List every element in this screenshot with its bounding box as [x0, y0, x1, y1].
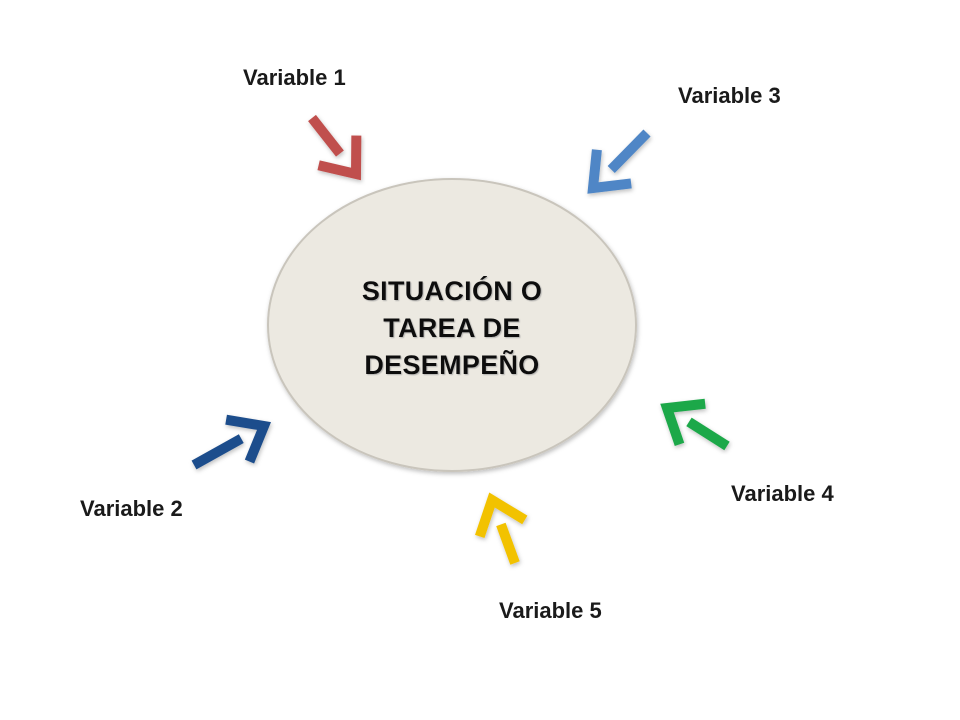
arrow-shaft: [308, 114, 344, 157]
arrow-shaft: [686, 417, 730, 451]
variable-1-label: Variable 1: [243, 65, 346, 90]
variable-4-arrow: [660, 398, 730, 451]
center-text-line-2: TAREA DE: [383, 313, 520, 343]
arrow-head: [587, 149, 632, 194]
variable-5-label: Variable 5: [499, 598, 602, 623]
arrow-shaft: [607, 129, 651, 173]
variable-2-arrow: [191, 414, 271, 470]
variable-3-label: Variable 3: [678, 83, 781, 108]
arrow-shaft: [191, 434, 244, 470]
variable-1-arrow: [308, 114, 362, 181]
variable-4-label: Variable 4: [731, 481, 835, 506]
arrow-shaft: [496, 522, 520, 565]
center-text-line-1: SITUACIÓN O: [362, 275, 542, 306]
arrow-head: [475, 492, 528, 539]
variable-5-arrow: [475, 492, 528, 565]
arrow-head: [317, 135, 362, 181]
center-ellipse: [267, 178, 637, 472]
variable-2-label: Variable 2: [80, 496, 183, 521]
variable-3-arrow: [587, 129, 651, 194]
center-text-line-3: DESEMPEÑO: [364, 349, 539, 380]
arrow-head: [660, 398, 706, 446]
arrow-head: [225, 414, 271, 464]
